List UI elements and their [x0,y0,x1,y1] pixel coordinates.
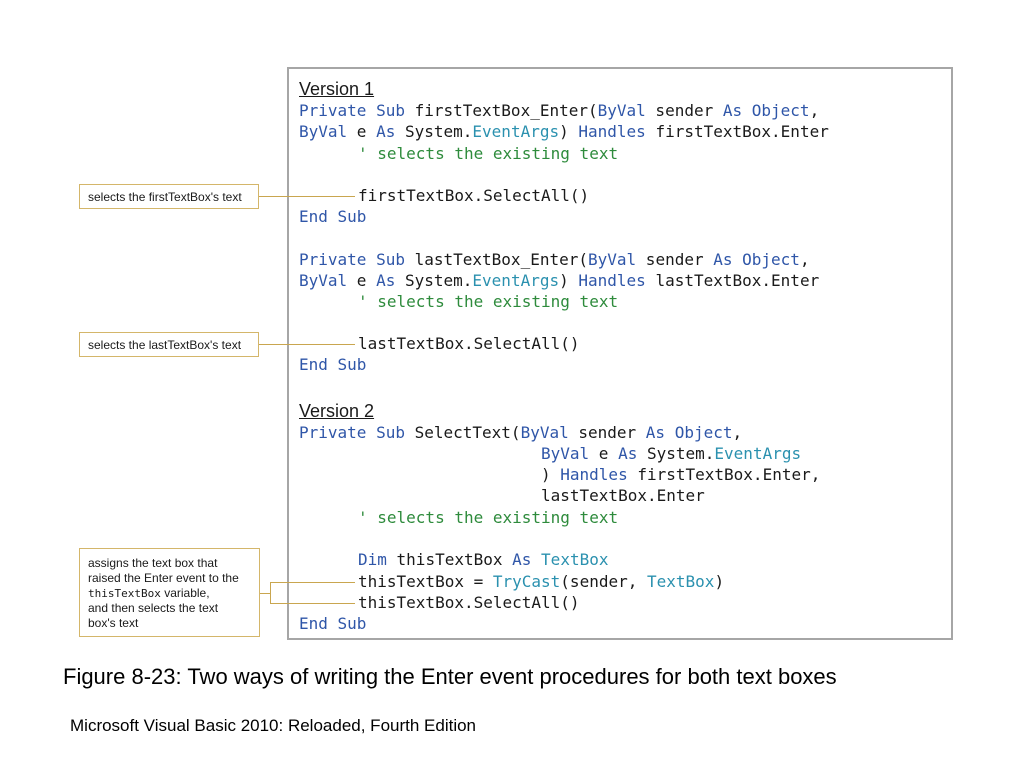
code-line: firstTextBox.SelectAll() [358,186,590,205]
callout-last-textbox: selects the lastTextBox's text [79,332,259,357]
code-line: Private Sub SelectText(ByVal sender As O… [299,423,743,442]
code-line: ByVal e As System.EventArgs) Handles las… [299,271,820,290]
code-line: Private Sub lastTextBox_Enter(ByVal send… [299,250,810,269]
code-line: Dim thisTextBox As TextBox [358,550,609,569]
code-line: thisTextBox = TryCast(sender, TextBox) [358,572,725,591]
callout-leader-line [259,344,355,345]
callout-leader-line [260,593,270,594]
code-line: End Sub [299,614,367,633]
code-line: ByVal e As System.EventArgs) Handles fir… [299,122,829,141]
callout-leader-line [259,196,355,197]
code-line: ByVal e As System.EventArgs [541,444,802,463]
callout-first-textbox: selects the firstTextBox's text [79,184,259,209]
figure-caption: Figure 8-23: Two ways of writing the Ent… [63,664,837,689]
code-comment: ' selects the existing text [358,292,619,311]
code-line: lastTextBox.SelectAll() [358,334,580,353]
code-line: End Sub [299,207,367,226]
version-2-heading: Version 2 [299,401,375,421]
code-line: ) Handles firstTextBox.Enter, [541,465,821,484]
callout-leader-line [270,582,271,604]
code-line: lastTextBox.Enter [541,486,705,505]
code-line: Private Sub firstTextBox_Enter(ByVal sen… [299,101,820,120]
code-comment: ' selects the existing text [358,144,619,163]
code-comment: ' selects the existing text [358,508,619,527]
code-line: End Sub [299,355,367,374]
callout-leader-line [270,582,355,583]
code-listing-box [287,67,953,640]
footer-text: Microsoft Visual Basic 2010: Reloaded, F… [70,716,477,735]
callout-assign-textbox: assigns the text box that raised the Ent… [79,548,260,637]
version-1-heading: Version 1 [299,79,375,99]
callout-leader-line [270,603,355,604]
code-line: thisTextBox.SelectAll() [358,593,580,612]
